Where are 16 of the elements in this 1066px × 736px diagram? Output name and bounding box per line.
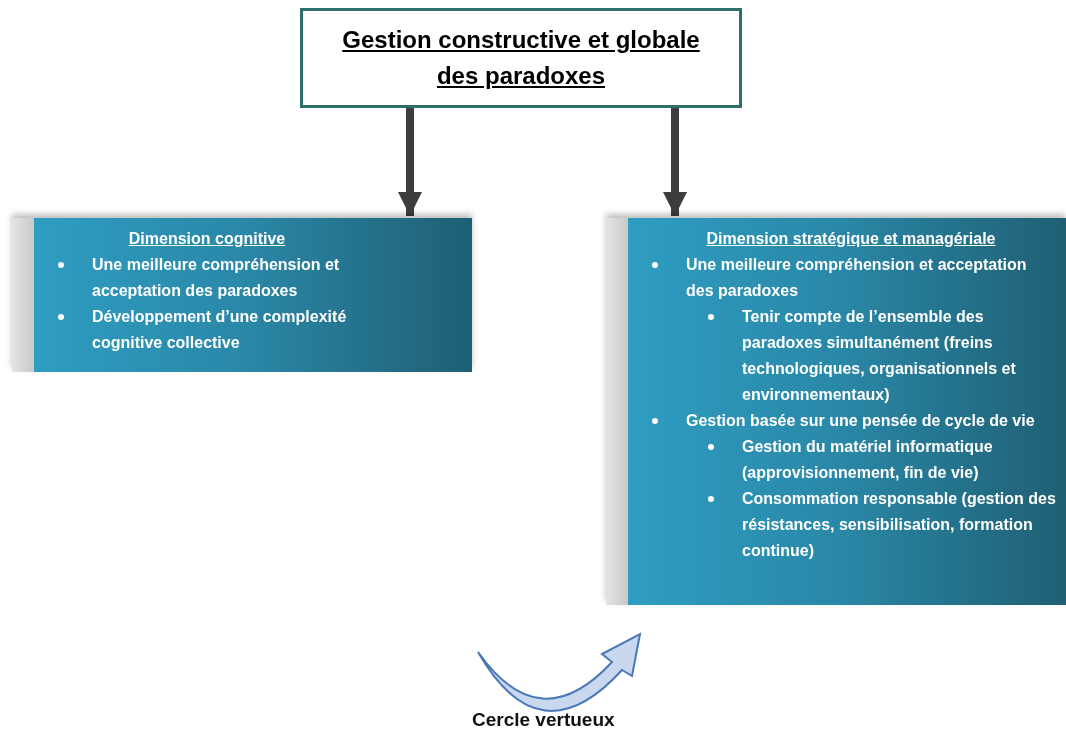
bullet-text: Consommation responsable (gestion des résistances, sensibilisation, formation continue) <box>742 490 1056 559</box>
title-box <box>300 8 742 108</box>
bullet-text: Gestion basée sur une pensée de cycle de vie <box>686 412 1035 429</box>
caption-label: Cercle vertueux <box>472 709 615 731</box>
panel-heading: Dimension stratégique et managériale <box>706 230 996 247</box>
bullet-text: Une meilleure compréhension et acceptation des paradoxes <box>92 256 340 299</box>
arrow <box>663 108 687 216</box>
bullet-text: Développement d’une complexité cognitive collective <box>92 308 347 351</box>
content-panel <box>606 218 1066 605</box>
panel-heading: Dimension cognitive <box>128 230 286 247</box>
content-panel <box>12 218 472 372</box>
bullet-text: Gestion du matériel informatique (approvisionnement, fin de vie) <box>742 438 993 481</box>
title-text: Gestion constructive et globale des paradoxes <box>341 25 701 91</box>
bullet-text: Une meilleure compréhension et acceptation des paradoxes <box>686 256 1027 299</box>
arrow <box>398 108 422 216</box>
bullet-text: Tenir compte de l’ensemble des paradoxes simultanément (freins technologiques, organisationnels et environnementaux) <box>742 308 1016 403</box>
